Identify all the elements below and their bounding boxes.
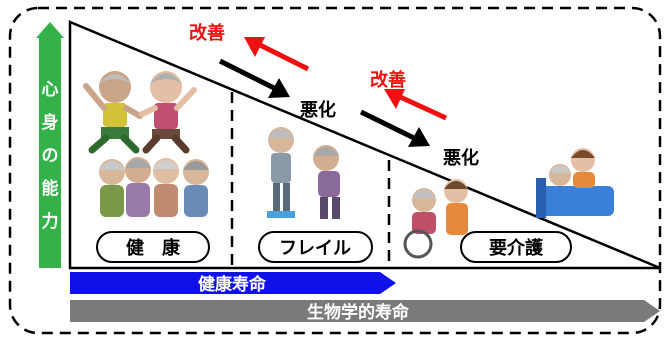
outer-dashed-frame — [8, 6, 662, 335]
axis-char-3: の — [42, 146, 59, 166]
stage-label-healthy: 健 康 — [126, 237, 181, 259]
stage-care: 要介護 — [460, 231, 572, 263]
transition-2: 改善 悪化 — [359, 69, 479, 169]
ability-axis-label: 心 身 の 能 力 — [42, 80, 59, 232]
decline-triangle — [68, 20, 661, 270]
healthy-lifespan-bar: 健康寿命 — [70, 272, 396, 295]
transition-1: 改善 悪化 — [189, 22, 336, 121]
biological-lifespan-bar: 生物学的寿命 — [70, 300, 660, 323]
stage-label-frailty: フレイル — [279, 238, 351, 259]
healthy-lifespan-label: 健康寿命 — [198, 274, 267, 295]
care-bed-illustration — [536, 148, 614, 218]
stage-healthy: 健 康 — [96, 231, 210, 263]
biological-lifespan-label: 生物学的寿命 — [307, 302, 410, 323]
improve-label-1: 改善 — [189, 22, 225, 44]
axis-char-5: 力 — [42, 211, 59, 232]
worsen-label-2: 悪化 — [443, 147, 479, 169]
axis-char-1: 心 — [42, 80, 59, 100]
frailty-elders-illustration — [267, 127, 340, 219]
stage-frailty: フレイル — [258, 231, 373, 263]
worsen-arrow-1-head — [268, 78, 290, 98]
axis-char-2: 身 — [42, 112, 59, 133]
healthy-elderly-group-illustration — [99, 157, 209, 217]
worsen-arrow-2 — [359, 109, 416, 141]
improve-arrow-1 — [256, 41, 310, 72]
improve-arrow-2 — [396, 93, 448, 121]
worsen-arrow-2-head — [408, 127, 430, 147]
ability-axis-arrow — [36, 22, 64, 268]
stage-label-care: 要介護 — [489, 237, 544, 259]
care-wheelchair-illustration — [403, 179, 468, 259]
healthy-jumping-couple-illustration — [83, 71, 197, 154]
worsen-arrow-1 — [218, 58, 276, 91]
worsen-label-1: 悪化 — [300, 99, 336, 121]
improve-arrow-1-head — [244, 37, 265, 57]
improve-arrow-2-head — [384, 89, 405, 109]
improve-label-2: 改善 — [370, 69, 406, 91]
axis-char-4: 能 — [42, 178, 59, 199]
